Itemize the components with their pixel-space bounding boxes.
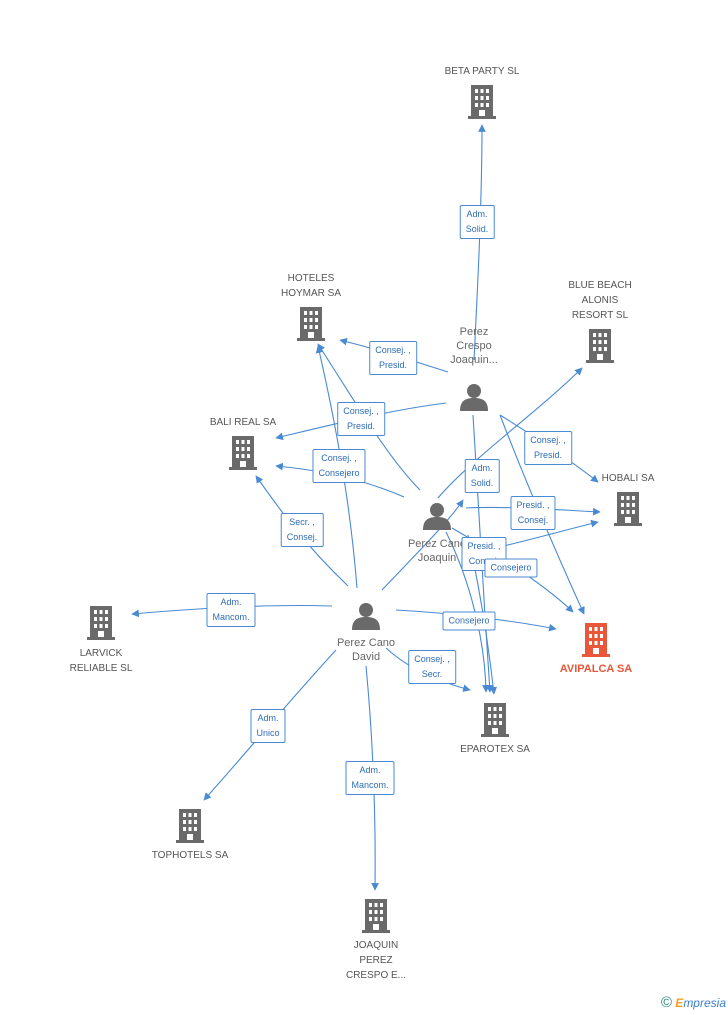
relationship-label[interactable]: Adm. Unico: [250, 709, 286, 743]
building-icon[interactable]: [481, 703, 509, 737]
relationship-label[interactable]: Adm. Mancom.: [206, 593, 256, 627]
relationship-label-line: Solid.: [465, 224, 489, 234]
company-node-joaquin[interactable]: JOAQUIN PEREZ CRESPO E...: [346, 938, 406, 983]
relationship-label-line: Consejero: [490, 562, 532, 573]
copyright-notice: © Empresia: [661, 994, 726, 1011]
node-label-line: BETA PARTY SL: [444, 66, 520, 77]
node-label-line: Joaquin: [417, 552, 457, 564]
company-node-eparotex[interactable]: EPAROTEX SA: [460, 742, 530, 757]
relationship-label-line: Adm.: [471, 463, 493, 473]
relationship-label[interactable]: Secr. , Consej.: [280, 513, 324, 547]
person-icon[interactable]: [460, 384, 488, 411]
company-node-bluebeach[interactable]: BLUE BEACH ALONIS RESORT SL: [568, 278, 631, 323]
person-icon[interactable]: [423, 503, 451, 530]
node-label-line: Joaquin...: [450, 354, 498, 366]
relationship-label[interactable]: Adm. Mancom.: [345, 761, 395, 795]
node-label-line: PEREZ: [359, 955, 393, 966]
building-icon[interactable]: [586, 329, 614, 363]
relationship-label-line: Presid.: [533, 450, 562, 460]
relationship-label[interactable]: Consej. , Presid.: [524, 431, 572, 465]
relationship-label-line: Secr.: [421, 669, 443, 679]
node-label-line: David: [351, 651, 381, 663]
company-node-larvick[interactable]: LARVICK RELIABLE SL: [70, 646, 133, 676]
relationship-label-line: Consej. ,: [530, 435, 566, 445]
node-label-line: JOAQUIN: [353, 940, 399, 951]
relationship-label-line: Consej. ,: [321, 453, 357, 463]
relationship-label-line: Consej. ,: [414, 654, 450, 664]
relationship-label[interactable]: Consejero: [442, 611, 496, 631]
relationship-label-line: Mancom.: [351, 780, 389, 790]
relationship-label-line: Adm.: [466, 209, 488, 219]
relationship-label-line: Consej.: [467, 554, 500, 569]
company-node-avipalca[interactable]: AVIPALCA SA: [560, 662, 633, 677]
relationship-label-line: Adm.: [359, 765, 381, 775]
relationship-label-line: Consej.: [286, 532, 318, 542]
building-icon[interactable]: [582, 623, 610, 657]
node-label-line: HOYMAR SA: [280, 288, 342, 299]
node-label-line: BALI REAL SA: [209, 417, 277, 428]
node-label-line: Crespo: [456, 340, 492, 352]
node-label-line: ALONIS: [581, 295, 619, 306]
empresia-logo[interactable]: Empresia: [675, 996, 726, 1010]
relationship-label[interactable]: Consej. , Presid.: [337, 402, 385, 436]
relationship-label-line: Secr. ,: [289, 517, 315, 527]
relationship-label-line: Consej. ,: [375, 345, 411, 355]
building-icon[interactable]: [297, 307, 325, 341]
relationship-label[interactable]: Adm. Solid.: [464, 459, 500, 493]
relationship-label[interactable]: Consej. , Presid.: [369, 341, 417, 375]
company-node-hobali[interactable]: HOBALI SA: [602, 471, 655, 486]
person-icon[interactable]: [352, 603, 380, 630]
relationship-label-line: Presid.: [346, 421, 375, 431]
relationship-label-line: Consejero: [448, 615, 490, 626]
node-label-line: Perez: [459, 326, 489, 338]
node-label-line: TOPHOTELS SA: [151, 850, 229, 861]
relationship-label-line: Consej. ,: [343, 406, 379, 416]
building-icon[interactable]: [87, 606, 115, 640]
relationship-label-line: Presid.: [378, 360, 407, 370]
building-icon[interactable]: [468, 85, 496, 119]
node-label-line: RESORT SL: [571, 310, 629, 321]
node-label-line: CRESPO E...: [345, 970, 407, 981]
company-node-hoteles[interactable]: HOTELES HOYMAR SA: [281, 271, 341, 301]
company-node-bali[interactable]: BALI REAL SA: [210, 415, 276, 430]
building-icon[interactable]: [176, 809, 204, 843]
relationship-label-line: Mancom.: [212, 612, 250, 622]
building-icon[interactable]: [362, 899, 390, 933]
relationship-edge: [473, 124, 486, 361]
relationship-edge: [437, 367, 583, 499]
relationship-label-line: Unico: [256, 728, 280, 738]
relationship-label[interactable]: Presid. , Consej.: [510, 496, 556, 530]
relationship-label-line: Presid. ,: [467, 541, 501, 551]
company-node-tophotels[interactable]: TOPHOTELS SA: [152, 848, 229, 863]
node-label-line: LARVICK: [79, 648, 123, 659]
relationship-label-line: Presid. ,: [516, 500, 550, 510]
node-label-line: BLUE BEACH: [568, 280, 632, 291]
relationship-label-line: Adm.: [220, 597, 242, 607]
building-icon[interactable]: [229, 436, 257, 470]
node-label-line: HOTELES: [287, 273, 335, 284]
building-icon[interactable]: [614, 492, 642, 526]
node-label-line: Perez Cano: [407, 538, 467, 550]
relationship-label-line: Consej.: [517, 515, 549, 525]
relationship-edge: [445, 531, 490, 693]
copyright-icon: ©: [660, 994, 672, 1011]
company-node-beta[interactable]: BETA PARTY SL: [445, 64, 520, 79]
relationship-label[interactable]: Consej. , Consejero: [312, 449, 366, 483]
relationship-label[interactable]: Adm. Solid.: [459, 205, 495, 239]
node-label-line: EPAROTEX SA: [460, 744, 530, 755]
relationship-label-line: Consejero: [318, 468, 360, 478]
node-label-line: AVIPALCA SA: [559, 663, 633, 675]
relationship-label-line: Solid.: [470, 478, 494, 488]
node-label-line: RELIABLE SL: [69, 663, 133, 674]
relationship-label-line: Adm.: [257, 713, 279, 723]
relationship-label[interactable]: Consejero: [484, 558, 538, 578]
node-label-line: Perez Cano: [336, 637, 396, 649]
node-label-line: HOBALI SA: [601, 473, 655, 484]
relationship-label[interactable]: Consej. , Secr.: [408, 650, 456, 684]
relationship-edge: [381, 499, 464, 591]
